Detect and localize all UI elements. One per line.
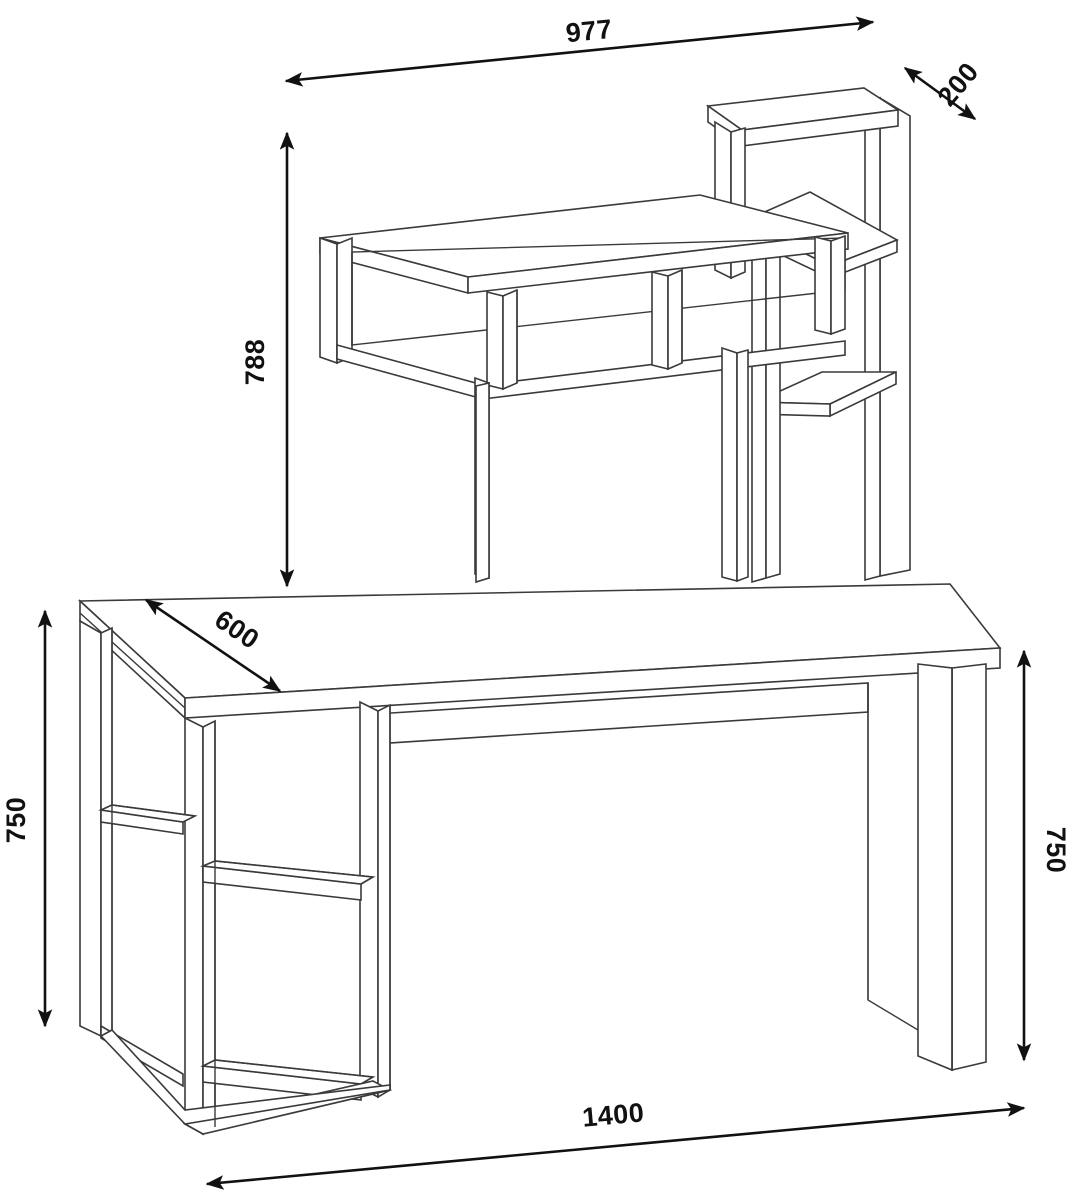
desk-right-side-panel [917,663,987,1072]
dimension-label-750-right: 750 [1041,827,1071,874]
hutch-center-support-leg [721,346,749,583]
dimension-line-1400 [205,1102,1026,1190]
dimension-line-200 [903,66,977,121]
dimension-annotations: 977 200 788 600 750 750 14 [1,14,1071,1190]
desk-assembly [77,583,1002,1136]
dimension-label-750-left: 750 [1,797,31,844]
dimension-line-977 [284,16,875,87]
hutch-right-inner-divider [751,232,781,584]
dimension-desk-width: 1400 [205,1097,1026,1190]
dimension-label-200: 200 [932,57,985,112]
dimension-hutch-depth: 200 [903,57,985,121]
dimension-hutch-height: 788 [240,131,295,588]
dimension-label-788: 788 [240,339,270,386]
hutch-left-support-leg [474,376,490,584]
dimension-line-600 [144,598,282,693]
dimension-hutch-width: 977 [284,14,875,87]
hutch-right-side-panel [864,96,911,582]
dimension-label-977: 977 [564,14,613,49]
dimension-label-1400: 1400 [581,1097,645,1132]
hutch-shelf-box [319,194,849,401]
hutch-assembly [319,87,911,584]
dimension-desk-height-right: 750 [1016,649,1071,1062]
dimension-desk-height-left: 750 [1,609,53,1028]
